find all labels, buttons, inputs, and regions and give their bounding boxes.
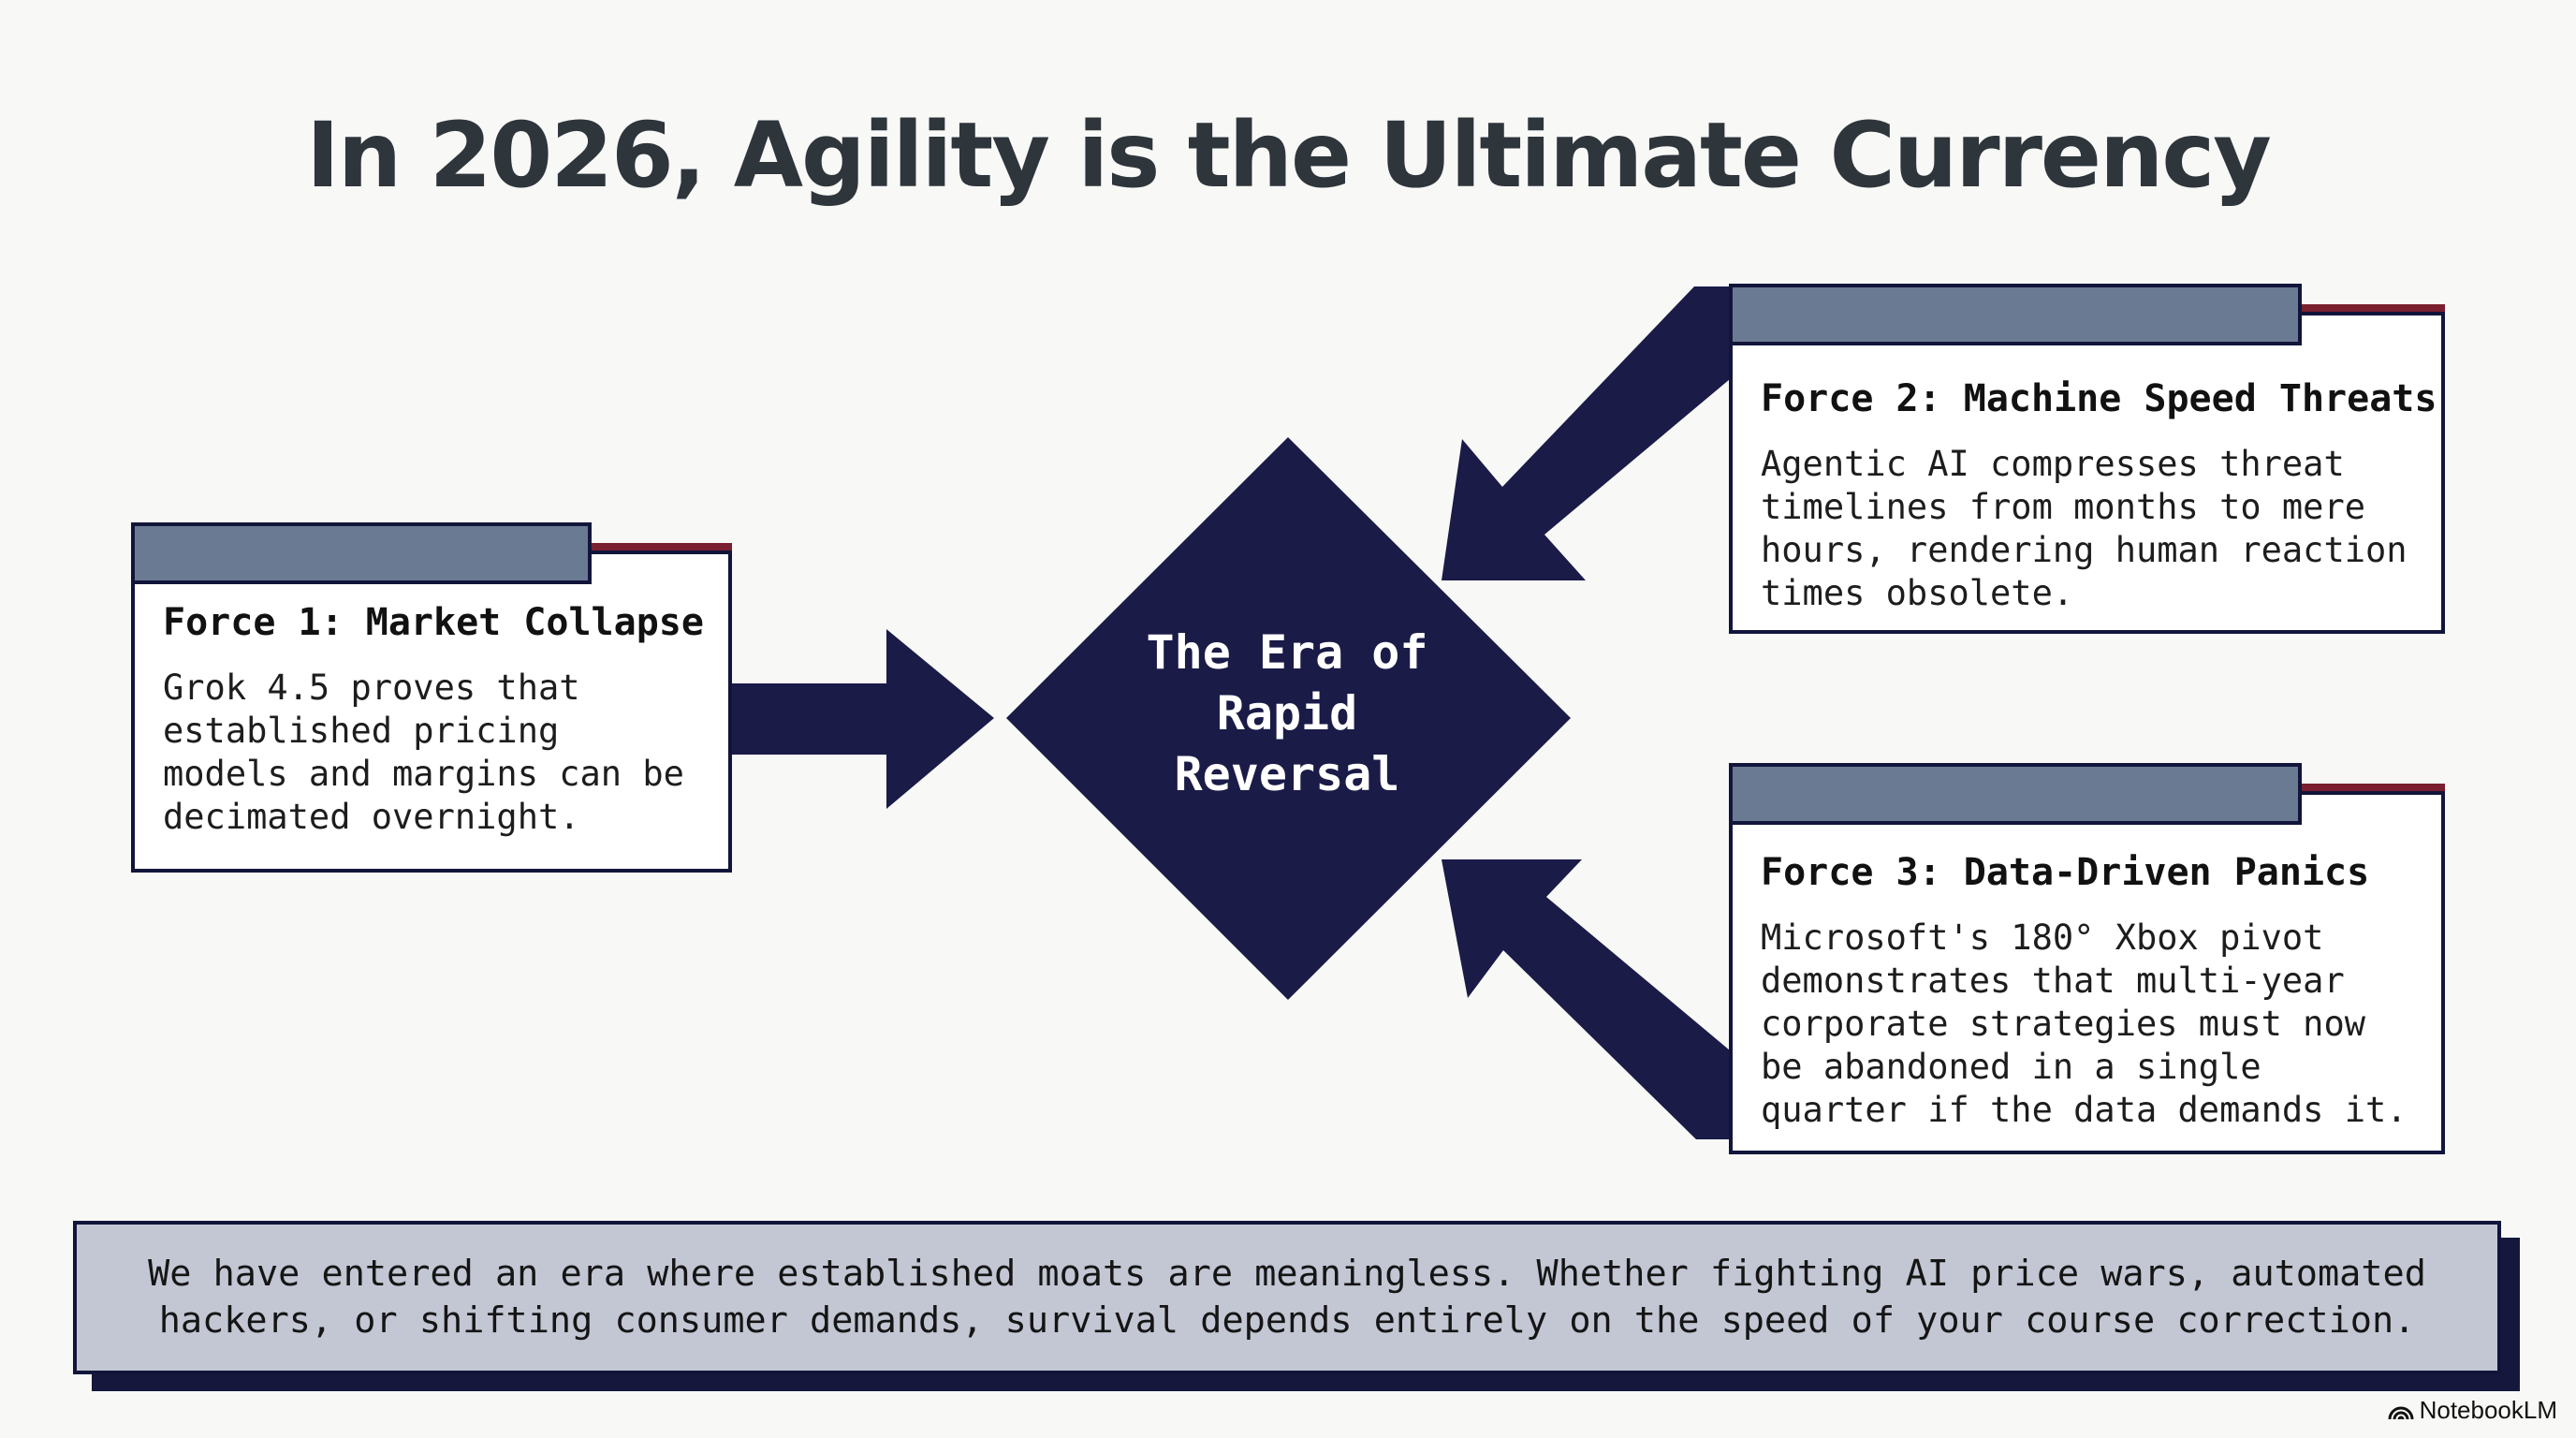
center-label-line-1: The Era of xyxy=(1146,625,1428,680)
force-1-text: Grok 4.5 proves that established pricing… xyxy=(163,668,684,837)
notebooklm-logo-icon xyxy=(2388,1406,2414,1419)
brand-watermark: NotebookLM xyxy=(2388,1396,2557,1425)
force-1-card-body: Force 1: Market Collapse Grok 4.5 proves… xyxy=(131,550,732,873)
force-3-card-body: Force 3: Data-Driven Panics Microsoft's … xyxy=(1729,791,2445,1154)
force-1-tab xyxy=(131,522,592,584)
arrow-force-3 xyxy=(1442,859,1730,1139)
center-diamond xyxy=(1006,437,1571,1000)
force-2-card-body: Force 2: Machine Speed Threats Agentic A… xyxy=(1729,312,2445,634)
force-3-title: Force 3: Data-Driven Panics xyxy=(1761,851,2370,894)
force-3-tab xyxy=(1729,763,2302,825)
summary-banner: We have entered an era where established… xyxy=(73,1221,2501,1374)
arrow-force-1 xyxy=(725,629,994,809)
force-2-tab xyxy=(1729,284,2302,345)
force-1-title: Force 1: Market Collapse xyxy=(163,601,704,644)
force-3-text: Microsoft's 180° Xbox pivot demonstrates… xyxy=(1761,917,2408,1130)
arrow-force-2 xyxy=(1442,286,1730,580)
force-2-card: Force 2: Machine Speed Threats Agentic A… xyxy=(1729,284,2445,634)
force-2-title: Force 2: Machine Speed Threats xyxy=(1761,377,2437,420)
center-label-line-3: Reversal xyxy=(1174,747,1400,801)
page-title: In 2026, Agility is the Ultimate Currenc… xyxy=(306,103,2272,208)
center-label-line-2: Rapid xyxy=(1216,686,1358,741)
summary-text: We have entered an era where established… xyxy=(148,1253,2426,1342)
force-1-card: Force 1: Market Collapse Grok 4.5 proves… xyxy=(131,522,732,873)
force-3-card: Force 3: Data-Driven Panics Microsoft's … xyxy=(1729,763,2445,1154)
center-label: The Era of Rapid Reversal xyxy=(1100,623,1474,805)
force-2-text: Agentic AI compresses threat timelines f… xyxy=(1761,444,2408,613)
brand-name: NotebookLM xyxy=(2419,1396,2557,1424)
